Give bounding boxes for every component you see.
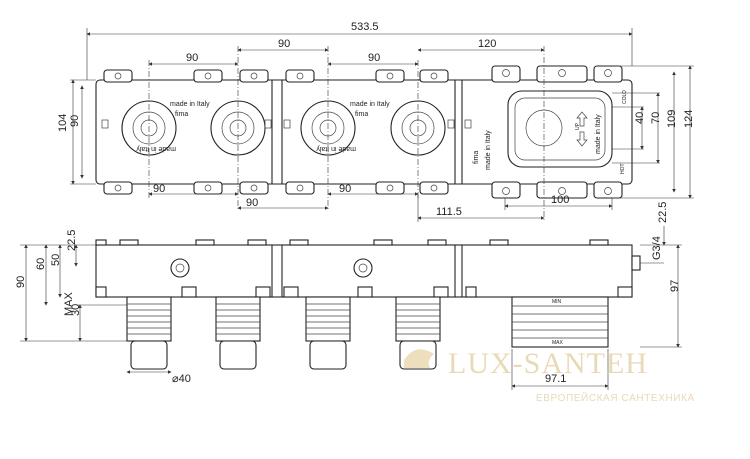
- watermark-logo: LUX-SANTEH ЕВРОПЕЙСКАЯ САНТЕХНИКА: [404, 347, 695, 404]
- inlet-nut-2: [353, 258, 373, 278]
- mark-min: MIN: [552, 299, 562, 305]
- mark-made-in-italy-1: made in Italy: [170, 101, 210, 108]
- dim-max-label: MAX: [63, 292, 75, 317]
- dim-spacing-f: 90: [246, 197, 258, 209]
- dim-spacing-a: 90: [186, 52, 198, 64]
- spindle-2: [215, 296, 261, 370]
- thermostatic-mixer-body: [507, 90, 613, 168]
- mounting-tabs-top: [103, 65, 623, 83]
- dim-depth-50: 50: [50, 254, 62, 266]
- dim-depth-97: 97: [669, 280, 681, 292]
- dim-mixer-depth: 97.1: [545, 373, 566, 385]
- mark-made-in-italy-4: made in Italy: [316, 145, 356, 152]
- dim-depth-60: 60: [35, 258, 47, 270]
- mark-made-in-italy-2: made in Italy: [136, 145, 176, 152]
- dim-mixer-width: 100: [551, 194, 569, 206]
- mark-fima-3: fima: [473, 151, 480, 164]
- dim-spacing-g: 90: [339, 183, 351, 195]
- mark-max: MAX: [552, 340, 564, 346]
- spindle-3: [305, 296, 351, 370]
- mark-hot: HOT: [620, 163, 626, 174]
- inlet-nut-1: [170, 258, 190, 278]
- mark-fima-2: fima: [355, 111, 368, 118]
- watermark-brand: LUX-SANTEH: [448, 347, 648, 380]
- mark-up: UP: [575, 122, 581, 130]
- dim-depth-90: 90: [15, 276, 27, 288]
- mounting-tabs-bottom: [103, 181, 623, 199]
- dim-stroke-30: 30: [70, 304, 82, 316]
- dim-thread-g34: G3/4: [651, 236, 663, 260]
- dim-depth-22-5-right: 22.5: [657, 202, 669, 223]
- dim-spacing-e: 90: [153, 183, 165, 195]
- dim-height-124: 124: [683, 110, 695, 128]
- mark-fima-1: fima: [175, 111, 188, 118]
- spindle-1: [126, 296, 172, 370]
- dim-spacing-c: 90: [368, 52, 380, 64]
- watermark-tagline: ЕВРОПЕЙСКАЯ САНТЕХНИКА: [536, 391, 695, 404]
- mark-made-in-italy-3: made in Italy: [350, 101, 390, 108]
- dim-offset-mixer: 111.5: [436, 206, 462, 218]
- dim-spacing-d: 120: [478, 38, 496, 50]
- mark-cold: COLD: [622, 90, 628, 104]
- dim-height-70: 70: [650, 112, 662, 124]
- dim-depth-22-5-left: 22.5: [66, 230, 78, 251]
- dim-diameter-40: ⌀40: [172, 373, 191, 385]
- dim-height-109: 109: [666, 110, 678, 128]
- dim-overall-width: 533.5: [351, 21, 379, 33]
- dim-spacing-b: 90: [278, 38, 290, 50]
- mark-made-in-italy-6: made in Italy: [595, 114, 602, 154]
- top-view: made in Italy fima made in Italy made in…: [57, 21, 695, 222]
- mark-made-in-italy-5: made in Italy: [485, 130, 492, 170]
- outlet-port: [631, 255, 641, 271]
- mixer-cartridge: MIN MAX: [511, 296, 609, 348]
- dim-height-104: 104: [57, 114, 69, 132]
- dim-height-40: 40: [634, 112, 646, 124]
- dim-height-90: 90: [69, 115, 81, 127]
